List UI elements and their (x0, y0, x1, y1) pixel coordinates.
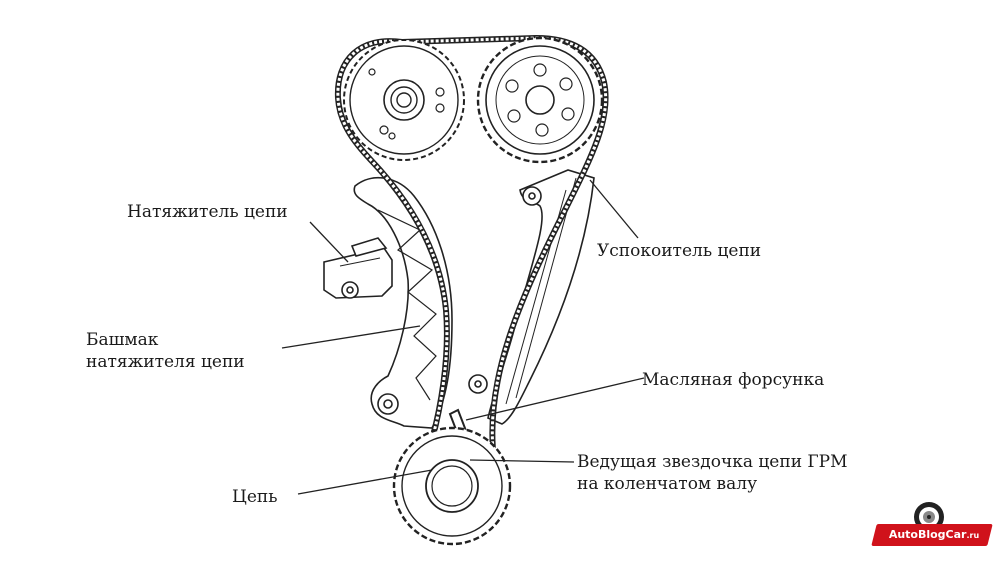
site-watermark: AutoBlogCar.ru (866, 500, 993, 572)
leader-guide (589, 179, 639, 239)
leader-sprocket (469, 459, 575, 463)
label-shoe-line2: натяжителя цепи (86, 352, 245, 372)
tensioner-shoe (353, 177, 453, 429)
watermark-text: AutoBlogCar.ru (878, 524, 990, 547)
chain-guide (468, 169, 595, 425)
label-chain: Цепь (232, 487, 278, 507)
label-sprocket-line1: Ведущая звездочка цепи ГРМ (577, 452, 848, 472)
chain-tensioner (323, 237, 393, 299)
label-guide: Успокоитель цепи (597, 241, 762, 261)
watermark-tld: .ru (966, 531, 980, 540)
label-tensioner: Натяжитель цепи (127, 202, 288, 222)
exhaust-cam-sprocket (476, 36, 604, 164)
watermark-brand: AutoBlogCar (888, 528, 967, 541)
label-sprocket-line2: на коленчатом валу (577, 474, 758, 494)
label-oil-nozzle: Масляная форсунка (642, 370, 825, 390)
leader-oil-nozzle (465, 377, 645, 421)
leader-tensioner (309, 221, 349, 263)
leader-chain (297, 469, 433, 495)
leader-shoe (281, 325, 421, 349)
label-shoe-line1: Башмак (86, 330, 159, 350)
crankshaft-sprocket (392, 426, 512, 546)
intake-cam-sprocket (343, 39, 465, 161)
leader-lines (281, 179, 645, 495)
